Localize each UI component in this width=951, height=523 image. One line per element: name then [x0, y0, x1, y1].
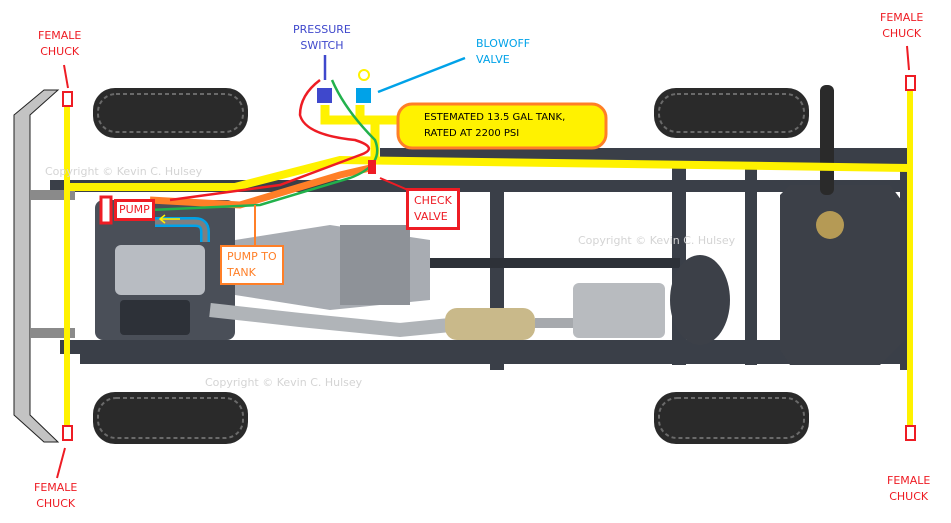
pressure-switch-label: PRESSURE SWITCH [293, 23, 351, 52]
chuck-front-right-icon [905, 75, 916, 91]
watermark: Copyright © Kevin C. Hulsey [205, 376, 363, 389]
chuck-rear-right-label: FEMALE CHUCK [887, 474, 931, 503]
transmission [235, 225, 430, 310]
chuck-front-left-icon [62, 91, 73, 107]
blowoff-valve-icon [356, 88, 371, 103]
rear-differential [670, 255, 730, 345]
tank-label: ESTEMATED 13.5 GAL TANK, RATED AT 2200 P… [424, 112, 566, 139]
check-valve-icon [368, 160, 376, 174]
chuck-rear-left-icon [62, 425, 73, 441]
exhaust [209, 283, 665, 340]
driveshaft [430, 258, 680, 268]
fuel-filler-neck [820, 85, 834, 195]
watermark: Copyright © Kevin C. Hulsey [578, 234, 736, 247]
check-valve-leader [379, 177, 409, 191]
check-valve-label: CHECK VALVE [406, 188, 460, 230]
pump-mount-icon [99, 195, 113, 225]
tire-front-left [93, 88, 248, 138]
front-bumper [13, 89, 60, 443]
tire-rear-right [654, 392, 809, 444]
tire-rear-left [93, 392, 248, 444]
blowoff-valve-label: BLOWOFF VALVE [476, 37, 531, 66]
wire-green [149, 79, 379, 212]
chuck-front-right-label: FEMALE CHUCK [880, 11, 924, 40]
tire-front-right [654, 88, 809, 138]
fuel-tank [780, 185, 905, 365]
chuck-rear-left-label: FEMALE CHUCK [34, 481, 78, 510]
chuck-rear-left-leader [56, 447, 66, 479]
intake-line-core [155, 219, 208, 242]
pump-to-tank-label: PUMP TO TANK [220, 245, 284, 285]
pump-label: PUMP [114, 199, 155, 221]
pump-to-tank-line [149, 164, 371, 209]
blowoff-valve-ring-icon [358, 69, 370, 81]
chuck-front-left-label: FEMALE CHUCK [38, 29, 82, 58]
watermark: Copyright © Kevin C. Hulsey [45, 165, 203, 178]
blowoff-valve-leader [377, 56, 466, 94]
chuck-rear-right-icon [905, 425, 916, 441]
wire-red [169, 79, 370, 202]
chuck-front-left-leader [63, 64, 69, 89]
intake-arrow-icon [158, 214, 180, 224]
chuck-front-right-leader [906, 45, 910, 71]
air-lines [64, 88, 913, 432]
air-tank [396, 102, 608, 150]
pressure-switch-icon [317, 88, 332, 103]
